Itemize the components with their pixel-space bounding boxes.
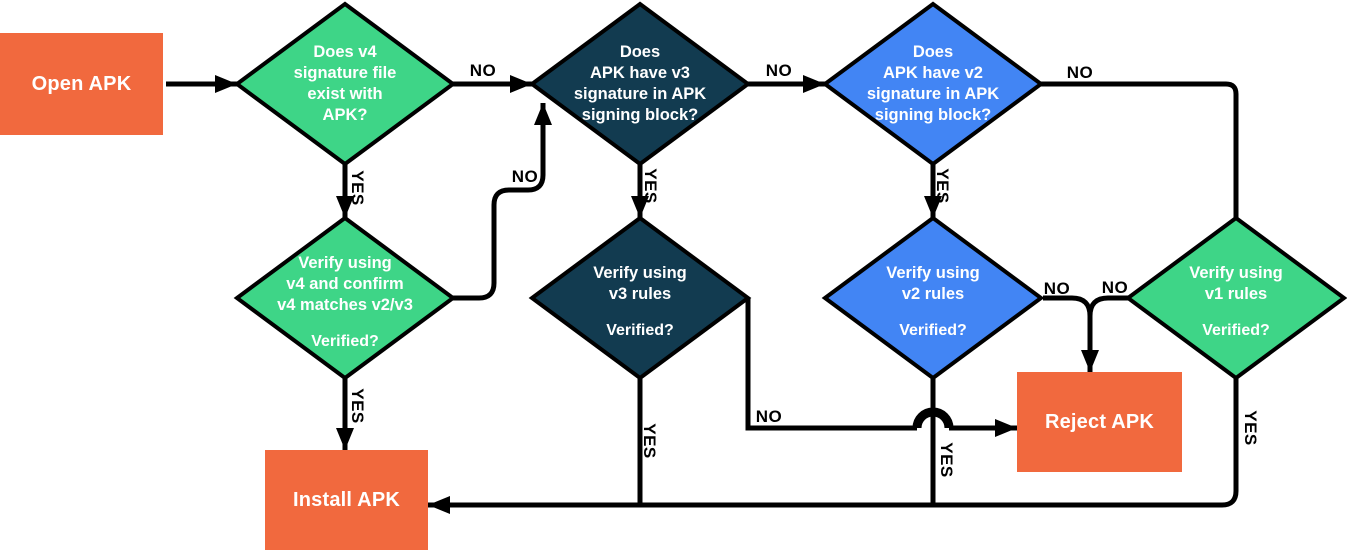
edge-label-yes-v3verify: YES (640, 423, 659, 459)
node-open-apk (0, 33, 163, 135)
edge-label-no-v2block: NO (1066, 63, 1094, 82)
edge-label-yes-v4verify: YES (348, 388, 367, 424)
edge-label-yes-v2verify: YES (937, 442, 956, 478)
edge-label-yes-v3block: YES (641, 168, 660, 204)
diamond-v2-block (821, 1, 1045, 167)
node-install-apk (265, 450, 428, 550)
edge-label-yes-v1verify: YES (1241, 410, 1260, 446)
diamond-v3-verify (528, 215, 752, 381)
edge-v1verify-yes-to-install (428, 378, 1239, 514)
edge-label-no-v2verify: NO (1043, 279, 1071, 298)
edge-label-yes-v2block: YES (933, 168, 952, 204)
diamond-v3-block (528, 1, 752, 167)
edge-v2block-no-to-v1verify (1041, 81, 1239, 218)
edge-label-no-v3verify: NO (755, 407, 783, 426)
edge-label-no-v1verify: NO (1101, 278, 1129, 297)
diamond-v1-verify (1124, 215, 1347, 381)
edge-v1verify-no-to-reject (1087, 295, 1129, 317)
edge-label-yes-v4exists: YES (348, 170, 367, 206)
edge-v3verify-no-left-segment (745, 298, 917, 431)
edge-v4verify-no-to-v3block (453, 103, 552, 301)
edge-label-no-v4verify: NO (511, 167, 539, 186)
edge-label-no-v3block: NO (765, 61, 793, 80)
node-reject-apk (1017, 372, 1182, 472)
diamond-v4-verify (233, 215, 457, 381)
edge-label-no-v4exists: NO (469, 61, 497, 80)
edge-v2verify-no-to-reject (1043, 295, 1099, 372)
diamond-v4-exists (233, 1, 457, 167)
diamond-v2-verify (821, 215, 1045, 381)
